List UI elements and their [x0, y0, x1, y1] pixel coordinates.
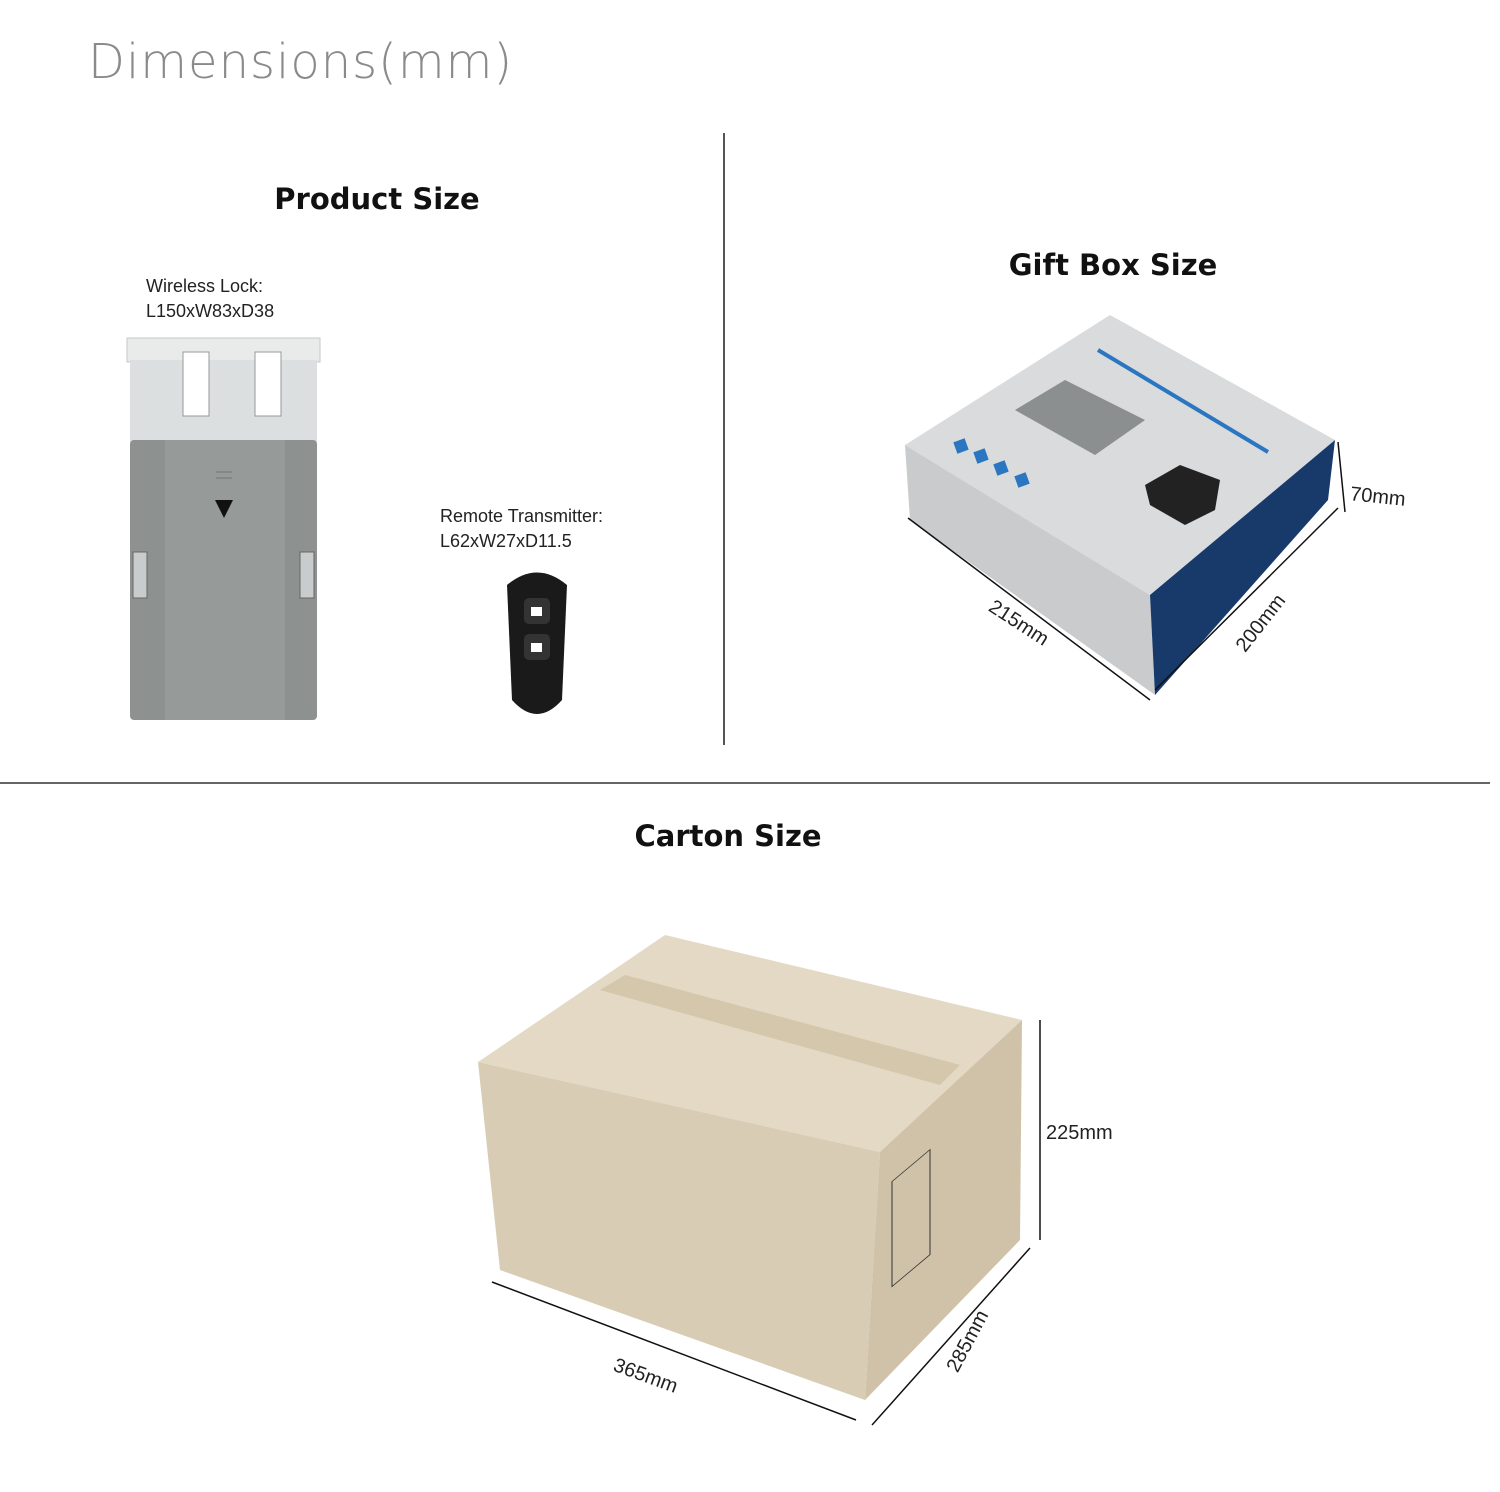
- gift-box-size-heading: Gift Box Size: [1008, 248, 1218, 282]
- remote-size: L62xW27xD11.5: [440, 531, 572, 551]
- lock-label: Wireless Lock:: [146, 276, 264, 296]
- horizontal-divider: [0, 782, 1490, 784]
- remote-transmitter-image: [507, 572, 567, 714]
- product-size-heading: Product Size: [274, 182, 480, 216]
- remote-label-block: Remote Transmitter: L62xW27xD11.5: [440, 504, 603, 554]
- page-title: Dimensions(mm): [88, 34, 514, 90]
- carton-height-label: 225mm: [1046, 1122, 1113, 1144]
- carton-size-heading: Carton Size: [634, 819, 822, 853]
- gift-box-image: [905, 315, 1346, 701]
- vertical-divider: [723, 133, 725, 745]
- wireless-lock-image: [126, 337, 321, 720]
- lock-size: L150xW83xD38: [146, 301, 275, 321]
- carton-image: [478, 935, 1041, 1426]
- remote-label: Remote Transmitter:: [440, 506, 604, 526]
- lock-label-block: Wireless Lock: L150xW83xD38: [146, 274, 274, 324]
